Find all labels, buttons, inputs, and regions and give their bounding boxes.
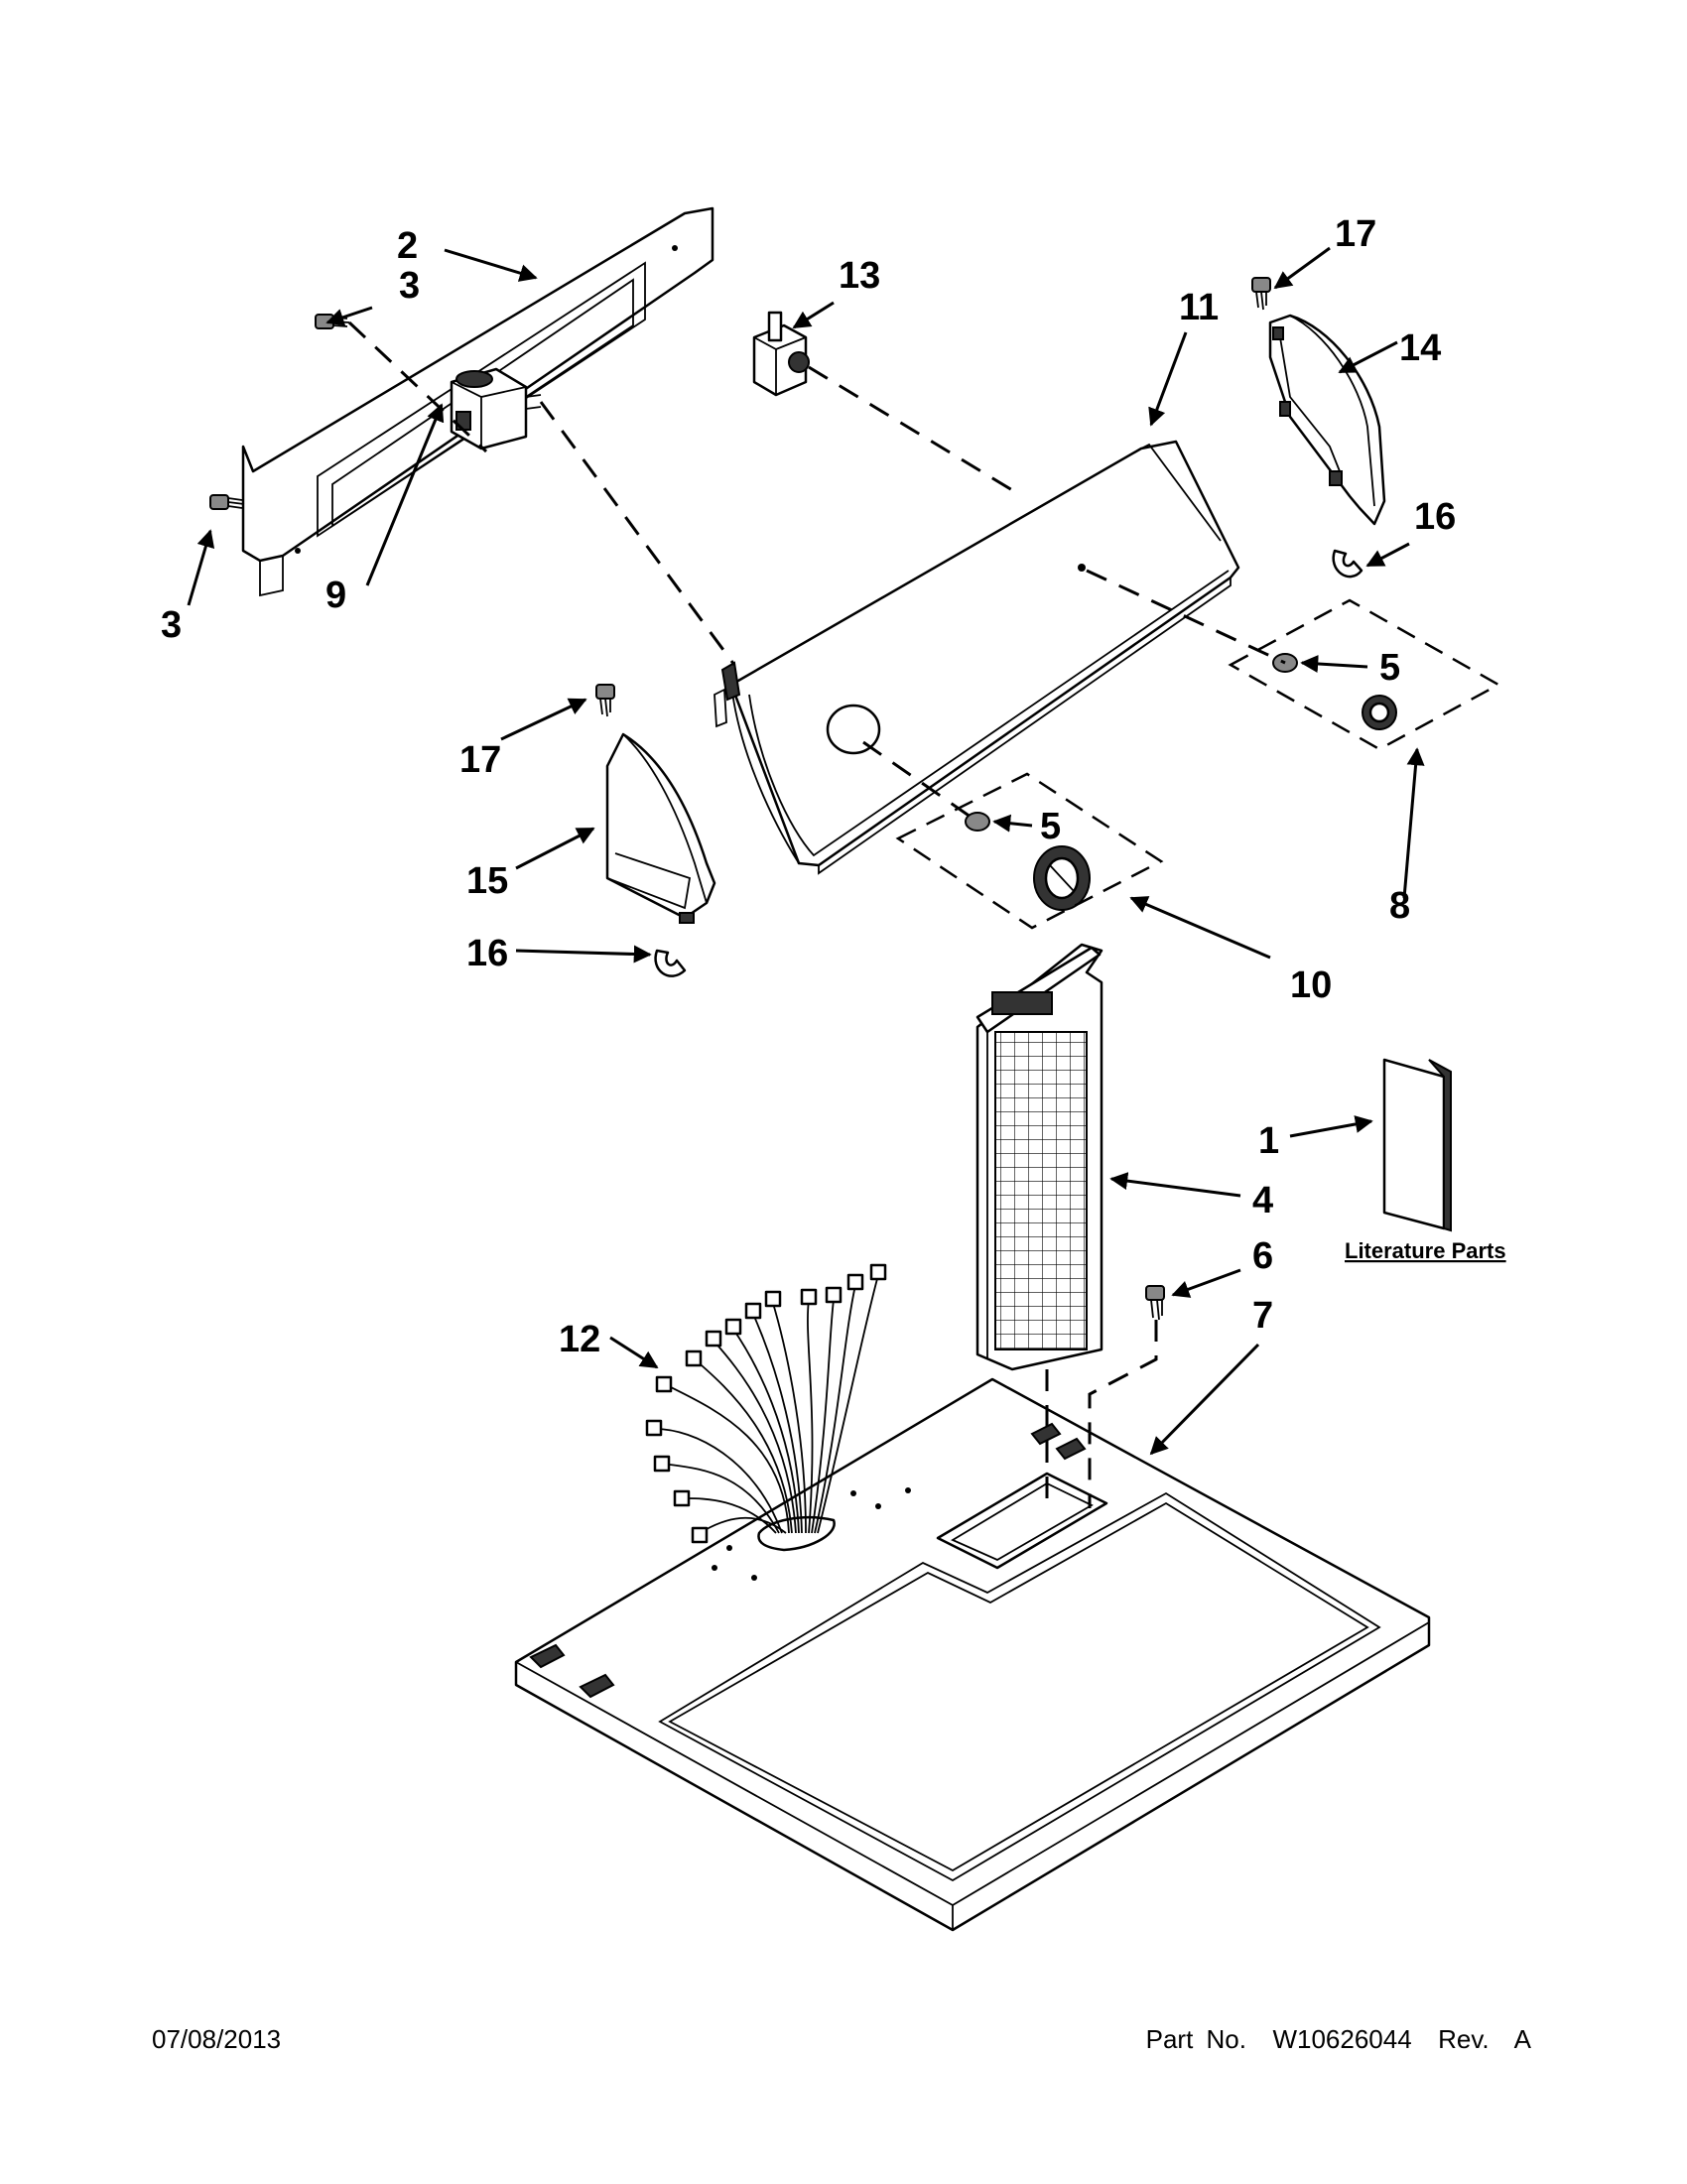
part-7-top-panel bbox=[514, 1377, 1431, 1932]
callout-17-right: 17 bbox=[1335, 213, 1376, 255]
callout-10: 10 bbox=[1290, 964, 1332, 1006]
callout-8: 8 bbox=[1389, 885, 1410, 927]
callout-15: 15 bbox=[466, 860, 508, 902]
assembly-line-screw6 bbox=[1088, 1320, 1158, 1508]
assembly-line-timer bbox=[539, 401, 736, 666]
part-8-knob-right bbox=[1362, 695, 1397, 730]
callout-13: 13 bbox=[839, 255, 880, 297]
callout-12: 12 bbox=[559, 1319, 600, 1360]
callout-17-left: 17 bbox=[459, 739, 501, 781]
part-10-knob-left bbox=[1033, 845, 1091, 911]
callout-11: 11 bbox=[1179, 287, 1219, 328]
callout-9: 9 bbox=[325, 575, 346, 616]
assembly-line-screw3-upper bbox=[347, 321, 488, 453]
callout-3-lower: 3 bbox=[161, 604, 182, 646]
callout-4: 4 bbox=[1252, 1180, 1273, 1221]
callout-16-left: 16 bbox=[466, 933, 508, 974]
part-12-wire-harness bbox=[645, 1263, 887, 1544]
part-6-screw bbox=[1145, 1285, 1165, 1321]
literature-parts-label: Literature Parts bbox=[1345, 1238, 1506, 1263]
callout-6: 6 bbox=[1252, 1235, 1273, 1277]
part-17-screw-left bbox=[595, 684, 615, 717]
part-14-right-end-cap bbox=[1268, 314, 1386, 526]
part-1-literature bbox=[1382, 1058, 1452, 1232]
assembly-line-switch bbox=[808, 365, 1023, 498]
part-13-push-switch bbox=[752, 311, 810, 397]
footer-part-number: Part No. W10626044 Rev. A bbox=[1145, 2024, 1531, 2054]
part-11-control-console bbox=[714, 440, 1240, 875]
footer-date: 07/08/2013 bbox=[152, 2024, 282, 2054]
part-16-clip-right bbox=[1332, 549, 1363, 578]
callout-5-right: 5 bbox=[1379, 647, 1400, 689]
callout-16-right: 16 bbox=[1414, 496, 1456, 538]
callout-2: 2 bbox=[397, 225, 418, 267]
part-16-clip-left bbox=[654, 949, 687, 977]
callout-7: 7 bbox=[1252, 1295, 1273, 1337]
part-17-screw-right bbox=[1251, 277, 1271, 311]
part-4-lint-screen bbox=[975, 943, 1103, 1371]
callout-1: 1 bbox=[1258, 1120, 1279, 1162]
part-5-bushing-left bbox=[965, 812, 990, 832]
part-15-left-end-cap bbox=[605, 732, 716, 924]
assembly-line-knob-left bbox=[862, 740, 978, 824]
kit-box-10 bbox=[895, 772, 1164, 930]
kit-box-8 bbox=[1228, 598, 1501, 751]
assembly-line-knob-right bbox=[1086, 569, 1286, 665]
part-3-screw-lower bbox=[209, 494, 245, 510]
callout-3-upper: 3 bbox=[399, 265, 420, 307]
callout-5-left: 5 bbox=[1040, 806, 1061, 847]
part-9-timer bbox=[450, 367, 542, 450]
callout-14: 14 bbox=[1399, 327, 1441, 369]
